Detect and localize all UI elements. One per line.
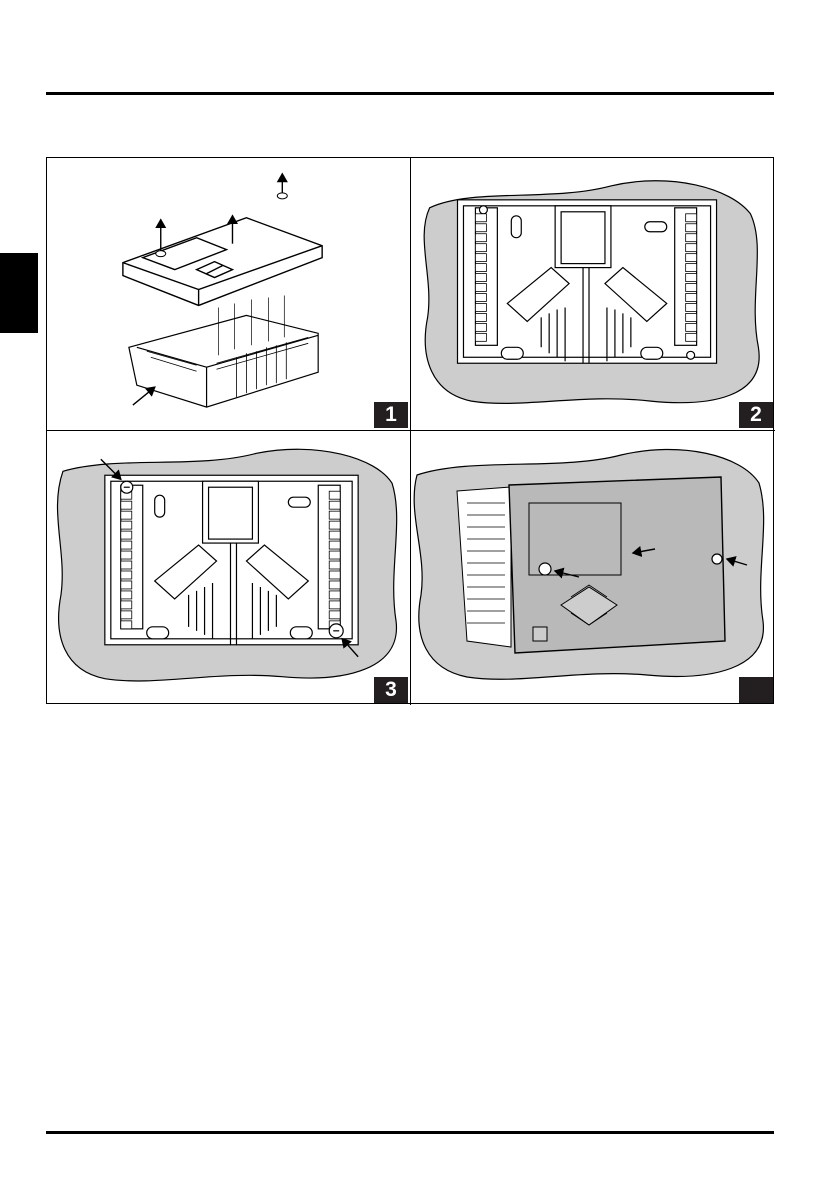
step-1-panel: 1: [47, 158, 411, 431]
front-cover: [123, 218, 322, 306]
section-tab: [0, 253, 38, 333]
step-number-badge: 2: [739, 402, 773, 428]
header-rule: [46, 92, 774, 95]
exploded-assembly-illustration: [47, 158, 410, 430]
step-3-panel: 3: [47, 431, 411, 705]
step-number-badge: [739, 677, 773, 703]
cover-fitting-illustration: [411, 431, 775, 705]
base-unit: [105, 475, 358, 645]
footer-rule: [46, 1131, 774, 1134]
step-number-badge: 1: [374, 402, 408, 428]
base-unit: [457, 200, 716, 363]
installation-figure: 1: [46, 157, 774, 704]
step-2-panel: 2: [411, 158, 775, 431]
base-housing: [129, 295, 318, 407]
wall-mounted-base-illustration: [411, 158, 775, 430]
step-4-panel: [411, 431, 775, 705]
screw-fixing-illustration: [47, 431, 410, 705]
step-number-badge: 3: [374, 677, 408, 703]
